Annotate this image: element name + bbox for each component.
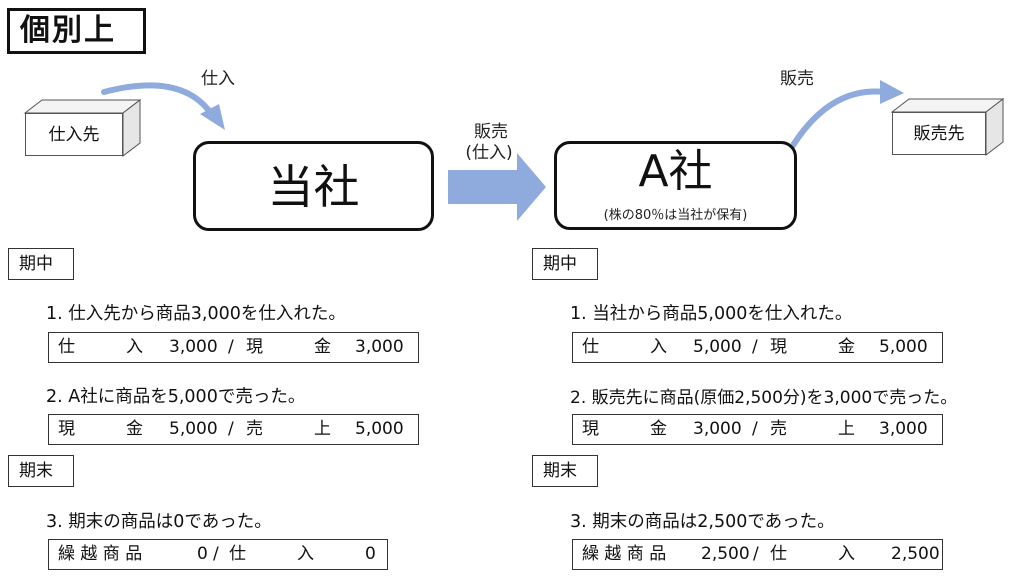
debit-amount: 2,500 <box>701 544 750 564</box>
right-entry2: 現 金 3,000 / 売 上 3,000 <box>572 414 943 445</box>
credit-account: 現 金 <box>246 337 331 357</box>
debit-account: 仕 入 <box>582 337 667 357</box>
left-period-end: 期末 <box>8 455 74 487</box>
credit-account: 仕 入 <box>229 544 314 564</box>
slash: / <box>752 419 758 439</box>
purchase-arrow <box>101 82 225 130</box>
credit-amount: 3,000 <box>879 419 928 439</box>
debit-account: 現 金 <box>58 419 143 439</box>
right-item3: 3. 期末の商品は2,500であった。 <box>570 512 835 532</box>
supplier-label: 仕入先 <box>48 125 100 145</box>
debit-amount: 5,000 <box>169 419 218 439</box>
customer-box: 販売先 <box>892 112 986 155</box>
credit-amount: 0 <box>365 544 376 564</box>
credit-amount: 3,000 <box>355 337 404 357</box>
debit-amount: 3,000 <box>693 419 742 439</box>
debit-account: 繰 越 商 品 <box>58 544 143 564</box>
intercompany-label-line1: 販売 <box>474 122 508 142</box>
left-period-during: 期中 <box>8 248 74 280</box>
right-period-during: 期中 <box>532 248 598 280</box>
customer-box-3d <box>890 97 1005 157</box>
credit-amount: 5,000 <box>355 419 404 439</box>
purchase-label: 仕入 <box>201 69 235 89</box>
credit-account: 売 上 <box>246 419 331 439</box>
intercompany-label: 販売 (仕入) <box>465 122 516 164</box>
supplier-box-3d <box>23 98 142 158</box>
intercompany-arrow <box>448 153 546 221</box>
credit-account: 現 金 <box>770 337 855 357</box>
supplier-box: 仕入先 <box>25 113 123 156</box>
page-title: 個別上 <box>7 8 146 54</box>
credit-account: 仕 入 <box>770 544 855 564</box>
credit-amount: 5,000 <box>879 337 928 357</box>
left-item1: 1. 仕入先から商品3,000を仕入れた。 <box>46 304 346 324</box>
right-item2: 2. 販売先に商品(原価2,500分)を3,000で売った。 <box>570 388 958 408</box>
a-company-name: A社 <box>638 146 713 197</box>
own-company-box: 当社 <box>193 141 434 231</box>
credit-amount: 2,500 <box>891 544 940 564</box>
a-company-box: A社 (株の80％は当社が保有) <box>554 141 797 230</box>
own-company-name: 当社 <box>267 160 360 214</box>
right-item1: 1. 当社から商品5,000を仕入れた。 <box>570 304 853 324</box>
debit-account: 繰 越 商 品 <box>582 544 667 564</box>
left-entry1: 仕 入 3,000 / 現 金 3,000 <box>48 332 419 363</box>
slash: / <box>228 337 234 357</box>
slash: / <box>752 337 758 357</box>
left-item3: 3. 期末の商品は0であった。 <box>46 512 272 532</box>
right-period-end: 期末 <box>532 455 598 487</box>
right-entry1: 仕 入 5,000 / 現 金 5,000 <box>572 332 943 363</box>
customer-label: 販売先 <box>913 124 965 144</box>
debit-account: 仕 入 <box>58 337 143 357</box>
debit-amount: 5,000 <box>693 337 742 357</box>
a-company-note: (株の80％は当社が保有) <box>603 208 748 223</box>
sale-arrow <box>789 80 904 150</box>
right-entry3: 繰 越 商 品 2,500 / 仕 入 2,500 <box>572 539 943 570</box>
debit-amount: 3,000 <box>169 337 218 357</box>
left-item2: 2. A社に商品を5,000で売った。 <box>46 387 306 407</box>
left-entry3: 繰 越 商 品 0 / 仕 入 0 <box>48 539 388 570</box>
debit-account: 現 金 <box>582 419 667 439</box>
intercompany-label-line2: (仕入) <box>465 143 513 163</box>
slash: / <box>213 544 219 564</box>
sale-label: 販売 <box>780 69 814 89</box>
slash: / <box>228 419 234 439</box>
debit-amount: 0 <box>197 544 208 564</box>
credit-account: 売 上 <box>770 419 855 439</box>
left-entry2: 現 金 5,000 / 売 上 5,000 <box>48 414 419 445</box>
slash: / <box>753 544 759 564</box>
